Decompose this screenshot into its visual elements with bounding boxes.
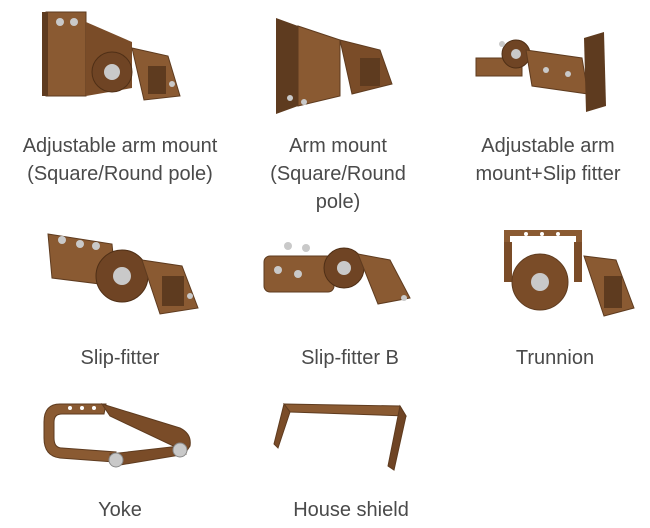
label-adjustable-arm-slip-fitter: Adjustable arm mount+Slip fitter — [475, 135, 621, 185]
trunnion-icon — [496, 226, 638, 318]
adjustable-arm-mount-icon — [40, 8, 190, 120]
label-house-shield: House shield — [293, 499, 409, 521]
slip-fitter-b-icon — [258, 236, 418, 308]
label-arm-mount: Arm mount (Square/Round pole) — [270, 135, 406, 213]
label-yoke: Yoke — [98, 499, 142, 521]
yoke-icon — [40, 398, 200, 474]
label-trunnion: Trunnion — [515, 347, 595, 369]
label-adjustable-arm-mount: Adjustable arm mount (Square/Round pole) — [22, 135, 218, 185]
arm-mount-icon — [268, 14, 408, 114]
slip-fitter-icon — [42, 222, 202, 318]
adjustable-arm-slip-fitter-icon — [472, 30, 622, 112]
house-shield-icon — [270, 398, 412, 474]
label-slip-fitter: Slip-fitter — [80, 347, 160, 369]
label-slip-fitter-b: Slip-fitter B — [301, 347, 399, 369]
